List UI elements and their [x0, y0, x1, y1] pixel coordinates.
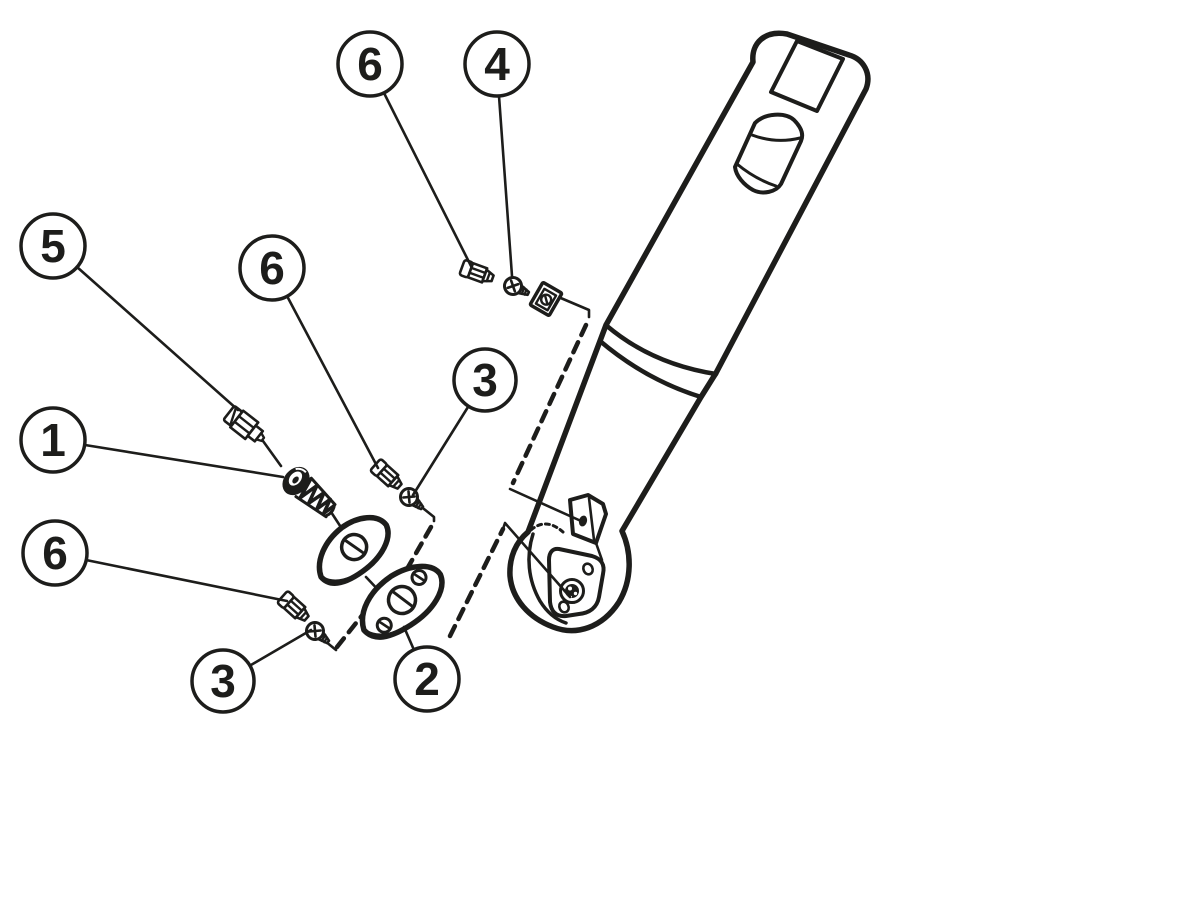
- seat-tab-edge: [587, 496, 596, 542]
- shank-recess-chord-bottom: [735, 162, 778, 188]
- locking-pin: [222, 405, 266, 443]
- callout-3-upper-label: 3: [472, 354, 498, 406]
- callout-6-lower: 6: [21, 519, 89, 587]
- head-hole-upper: [582, 562, 594, 576]
- tool-body-outline: [507, 30, 871, 634]
- assembly-path-clamp: [508, 294, 591, 523]
- callout-6-middle: 6: [238, 234, 306, 302]
- pocket-rim-arc: [529, 522, 565, 534]
- ball-nose-head: [527, 493, 608, 625]
- callout-2: 2: [393, 645, 461, 713]
- callout-1-label: 1: [40, 414, 66, 466]
- callout-6-lower-label: 6: [42, 527, 68, 579]
- seat-tab-to-insert-line: [594, 541, 604, 562]
- head-hole-lower: [558, 600, 570, 614]
- collar-line-lower: [597, 338, 704, 400]
- shank-recess-chord-top: [750, 133, 802, 142]
- leader-lines: [75, 91, 514, 667]
- callout-4: 4: [463, 30, 531, 98]
- callout-6-middle-label: 6: [259, 242, 285, 294]
- insert-seat-tab: [568, 493, 608, 545]
- callout-5: 5: [19, 212, 87, 280]
- callout-3-upper: 3: [452, 347, 518, 413]
- collar-line-upper: [604, 323, 719, 377]
- assembly-path-lower-insert: [447, 521, 572, 639]
- callout-6-top: 6: [336, 30, 404, 98]
- lower-insert: [359, 563, 445, 640]
- seat-screw-hole-dot: [578, 515, 588, 527]
- callout-4-label: 4: [484, 38, 510, 90]
- clamp-screw: [500, 273, 534, 303]
- tool-body: [507, 30, 871, 634]
- callout-5-label: 5: [40, 220, 66, 272]
- set-screw-top: [457, 258, 497, 288]
- upper-insert: [316, 515, 391, 586]
- callout-3-lower-label: 3: [210, 655, 236, 707]
- callout-3-lower: 3: [190, 648, 256, 714]
- clamp-block: [528, 281, 564, 317]
- shank-window-flat: [769, 39, 845, 113]
- set-screw-lower: [275, 589, 314, 626]
- callout-6-top-label: 6: [357, 38, 383, 90]
- callout-1: 1: [19, 406, 87, 474]
- seat-screw-upper: [395, 483, 429, 516]
- insert-screw: [282, 466, 337, 519]
- callout-2-label: 2: [414, 653, 440, 705]
